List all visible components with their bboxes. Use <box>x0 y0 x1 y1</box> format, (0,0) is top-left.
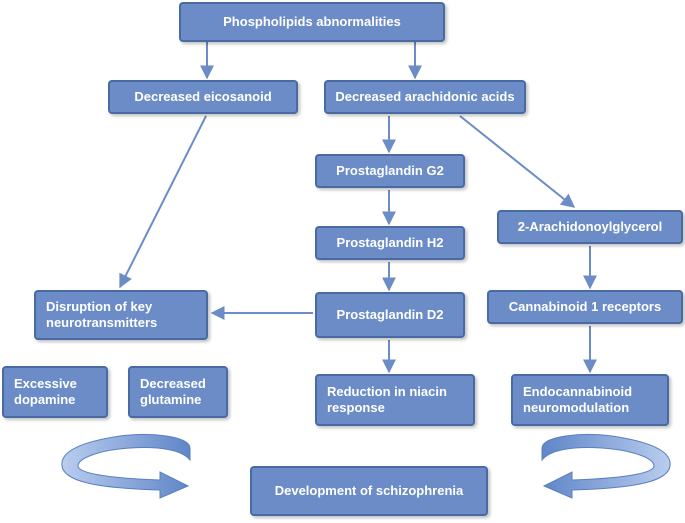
node-prostaglandin-g2: Prostaglandin G2 <box>315 154 465 188</box>
node-2-arachidonoylglycerol: 2-Arachidonoylglycerol <box>497 210 683 244</box>
node-prostaglandin-d2: Prostaglandin D2 <box>315 292 465 338</box>
node-cannabinoid-1-receptors: Cannabinoid 1 receptors <box>487 290 683 324</box>
node-reduction-in-niacin-response: Reduction in niacin response <box>315 374 475 426</box>
arrow-arachidonic-to-ag <box>459 115 576 208</box>
node-label: Endocannabinoid neuromodulation <box>523 384 633 415</box>
node-label: Decreased arachidonic acids <box>335 89 515 104</box>
node-label: Prostaglandin H2 <box>336 235 444 250</box>
node-prostaglandin-h2: Prostaglandin H2 <box>315 226 465 260</box>
node-label: Decreased glutamine <box>140 376 206 407</box>
node-decreased-eicosanoid: Decreased eicosanoid <box>108 80 298 114</box>
node-label: Development of schizophrenia <box>274 483 464 498</box>
node-endocannabinoid-neuromodulation: Endocannabinoid neuromodulation <box>511 374 669 426</box>
node-excessive-dopamine: Excessive dopamine <box>2 366 108 418</box>
arrow-eicosanoid-to-disruption <box>119 115 207 289</box>
node-development-of-schizophrenia: Development of schizophrenia <box>250 466 488 516</box>
node-disruption-of-neurotransmitters: Disruption of key neurotransmitters <box>34 290 208 340</box>
node-label: Excessive dopamine <box>14 376 77 407</box>
right-curved-arrow-icon <box>541 434 671 499</box>
node-decreased-glutamine: Decreased glutamine <box>128 366 228 418</box>
node-label: Reduction in niacin response <box>327 384 447 415</box>
node-label: Decreased eicosanoid <box>134 89 272 104</box>
left-curved-arrow-icon <box>61 434 191 499</box>
node-label: Prostaglandin D2 <box>336 307 444 322</box>
node-label: Disruption of key neurotransmitters <box>46 299 158 330</box>
node-label: Phospholipids abnormalities <box>223 14 401 29</box>
node-label: Prostaglandin G2 <box>336 163 444 178</box>
node-label: 2-Arachidonoylglycerol <box>517 219 663 234</box>
node-label: Cannabinoid 1 receptors <box>508 299 662 314</box>
node-phospholipids-abnormalities: Phospholipids abnormalities <box>179 2 445 42</box>
node-decreased-arachidonic-acids: Decreased arachidonic acids <box>324 80 526 114</box>
